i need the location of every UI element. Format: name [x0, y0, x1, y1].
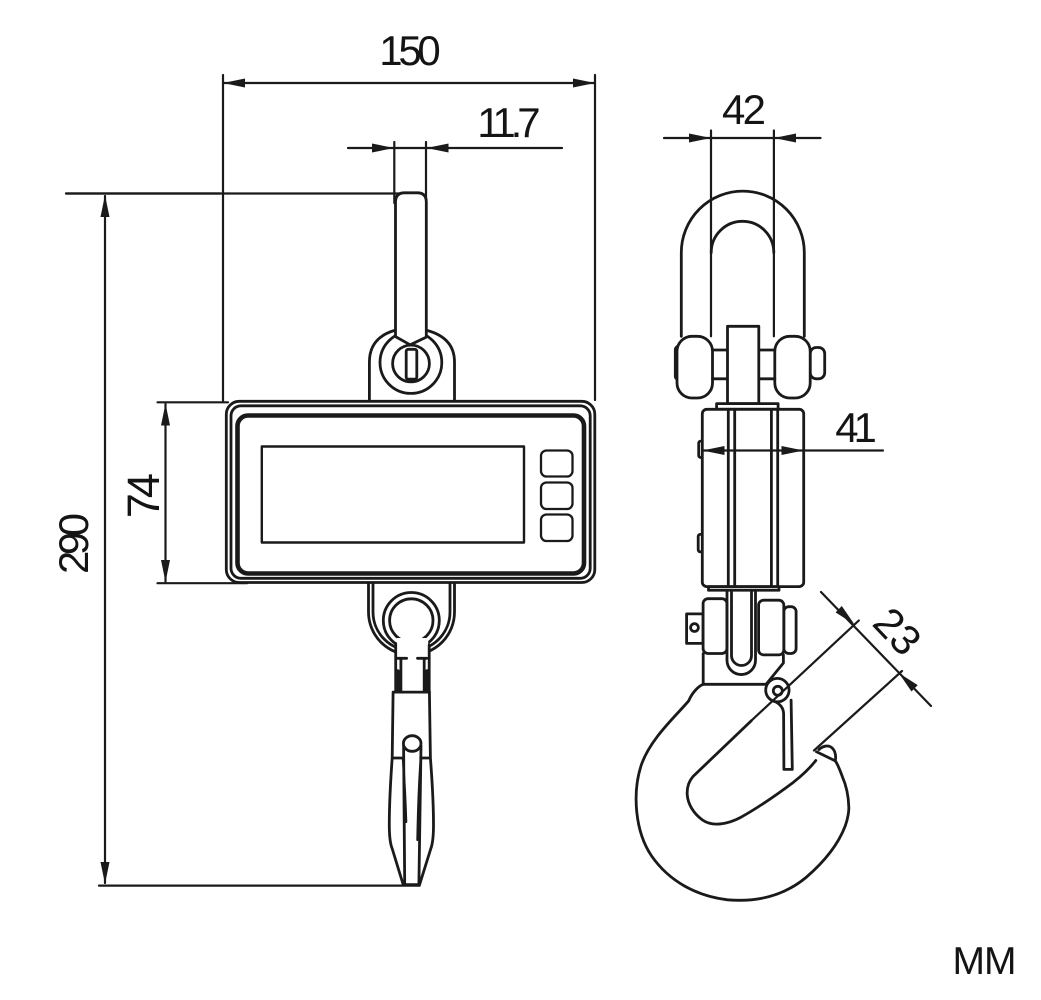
svg-text:42: 42	[722, 86, 766, 133]
svg-text:74: 74	[118, 473, 169, 518]
svg-text:11.7: 11.7	[477, 99, 540, 146]
svg-text:290: 290	[50, 513, 97, 574]
svg-text:MM: MM	[953, 940, 1016, 983]
svg-text:41: 41	[835, 404, 877, 451]
svg-text:150: 150	[379, 27, 441, 74]
